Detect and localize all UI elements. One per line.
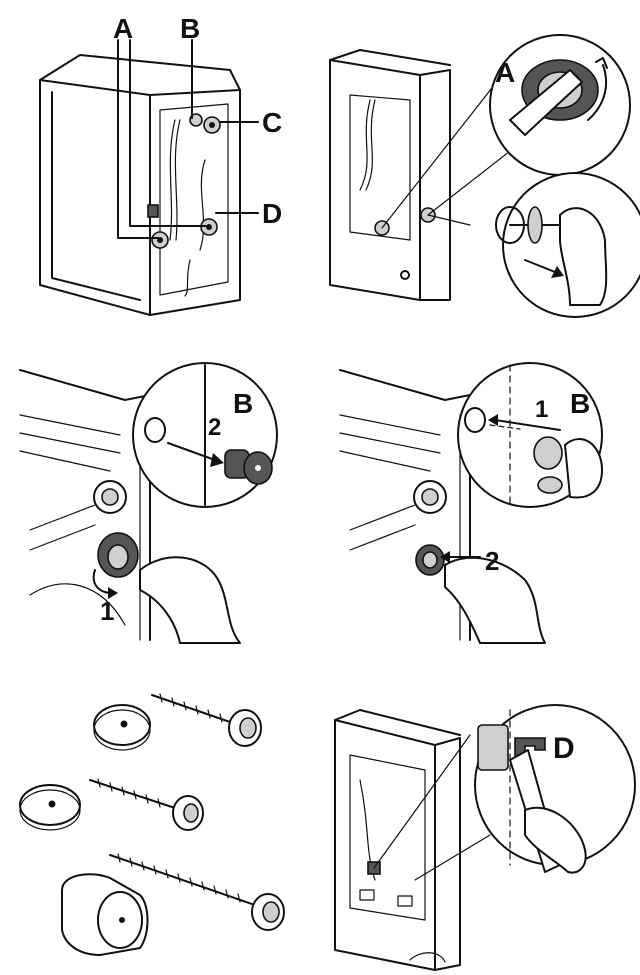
panel-transit-parts <box>0 650 320 975</box>
drain-hole <box>400 270 410 280</box>
magnified-cap-circle: B 1 <box>457 362 603 508</box>
transit-bolt-3 <box>109 853 285 931</box>
washer-rear-lower <box>334 709 461 971</box>
hose-fitting <box>349 480 447 551</box>
hose-fitting <box>29 480 127 551</box>
pull-arrow-icon <box>524 259 556 273</box>
insert-cap-drawing: 2 B 1 <box>339 362 603 644</box>
rear-view-drawing: A B C D <box>39 13 282 316</box>
step-2-label: 2 <box>485 546 499 576</box>
label-b: B <box>233 388 253 419</box>
bolt-a-left <box>151 231 169 249</box>
callout-line <box>381 64 511 229</box>
bolt-d <box>200 218 218 236</box>
leader-a-left <box>117 39 159 239</box>
transit-parts-drawing <box>19 693 285 956</box>
step-1-label: 1 <box>535 396 548 423</box>
label-c: C <box>262 107 282 138</box>
spacer-clip <box>147 204 159 218</box>
spacer-part <box>61 873 149 956</box>
panel-cut-clip-d: D <box>320 650 640 975</box>
cap-icon <box>533 436 563 470</box>
leader-a-right <box>129 39 207 227</box>
loosen-bolt-drawing: A <box>329 34 640 318</box>
label-d: D <box>262 198 282 229</box>
magnified-clip-circle: D <box>474 704 636 874</box>
callout-line <box>427 214 471 226</box>
remove-spacer-drawing: 1 B 2 <box>19 362 278 644</box>
cap-inserted <box>415 544 445 576</box>
callout-line <box>373 734 471 869</box>
wrench-icon <box>509 69 583 136</box>
bolt-holes <box>359 889 413 907</box>
washer-2 <box>19 784 81 831</box>
push-arrow-icon <box>167 442 216 461</box>
label-d: D <box>553 732 575 765</box>
panel-loosen-bolt-a: A <box>320 0 640 325</box>
washer-cabinet <box>329 49 451 301</box>
transit-bolt-2 <box>89 778 204 831</box>
rotate-arrow-icon <box>587 64 607 121</box>
panel-remove-spacer-b: 1 B 2 <box>0 325 320 650</box>
hose-loop <box>409 952 446 963</box>
hand-icon <box>139 556 241 644</box>
hand-icon <box>444 556 546 644</box>
washer-cabinet <box>39 54 241 316</box>
bolt-c <box>203 116 221 134</box>
callout-line <box>414 834 491 881</box>
bolt-b-head <box>97 532 139 578</box>
label-a: A <box>495 57 515 88</box>
magnified-wrench-circle: A <box>489 34 631 176</box>
washer-side <box>19 369 151 641</box>
transit-bolt-1 <box>151 693 262 747</box>
washer-side <box>339 369 471 641</box>
label-a: A <box>113 13 133 44</box>
washer-1 <box>93 704 151 751</box>
magnified-spacer-circle: B 2 <box>132 362 278 508</box>
cut-clip-drawing: D <box>334 704 636 971</box>
label-b: B <box>570 388 590 419</box>
push-arrow-icon <box>494 419 561 431</box>
magnified-remove-bolt-circle <box>495 172 640 318</box>
hose-bundle <box>359 99 376 191</box>
step-1-label: 1 <box>100 596 114 626</box>
panel-rear-view-labels: A B C D <box>0 0 320 325</box>
panel-insert-cap-b: 2 B 1 <box>320 325 640 650</box>
hand-icon <box>559 207 608 306</box>
step-2-label: 2 <box>208 414 221 441</box>
hand-icon <box>524 806 587 874</box>
label-b: B <box>180 13 200 44</box>
